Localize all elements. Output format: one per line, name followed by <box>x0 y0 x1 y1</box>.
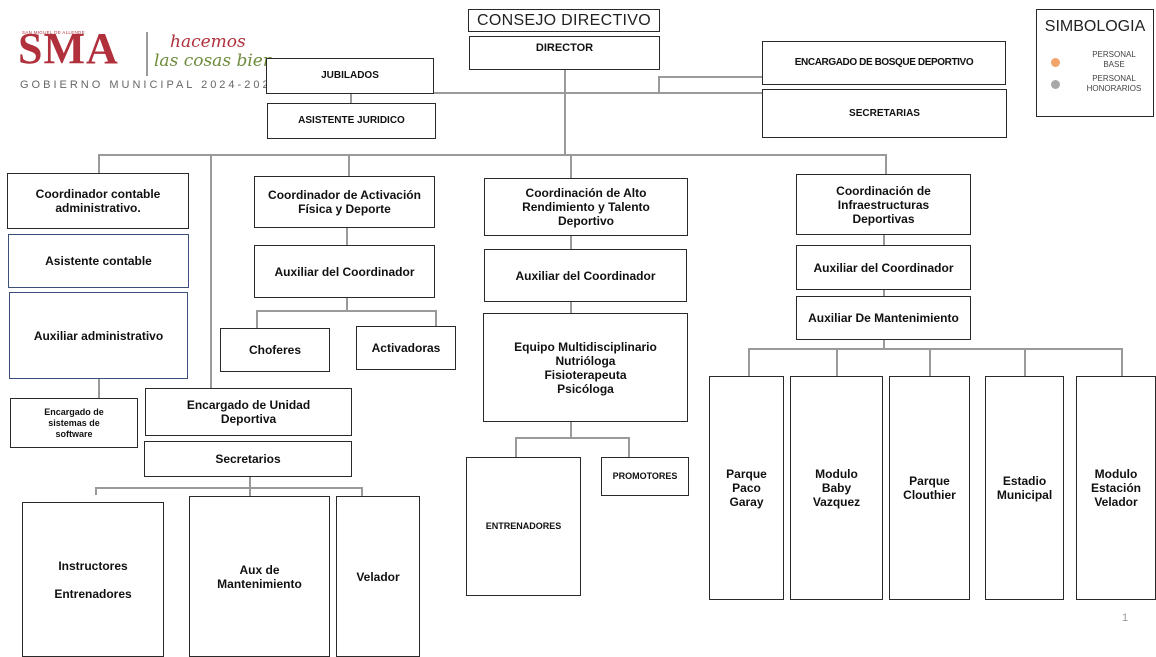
node-auxiliar-administrativo: Auxiliar administrativo <box>9 292 188 379</box>
legend-label-base: PERSONAL BASE <box>1092 50 1136 69</box>
node-entrenadores: ENTRENADORES <box>466 457 581 596</box>
node-activadoras: Activadoras <box>356 326 456 370</box>
node-coord-contable: Coordinador contable administrativo. <box>7 173 189 229</box>
logo: SMA <box>18 24 119 73</box>
logo-tagline-1: hacemos <box>170 32 246 52</box>
node-velador: Velador <box>336 496 420 657</box>
logo-small-text: SAN MIGUEL DE ALLENDE <box>22 30 85 35</box>
legend: SIMBOLOGIA PERSONAL BASE PERSONAL HONORA… <box>1036 9 1154 117</box>
node-promotores: PROMOTORES <box>601 457 689 496</box>
node-choferes: Choferes <box>220 328 330 372</box>
node-secretarias: SECRETARIAS <box>762 89 1007 138</box>
node-aux-infra: Auxiliar del Coordinador <box>796 245 971 290</box>
node-aux-mantenimiento-ud: Aux de Mantenimiento <box>189 496 330 657</box>
node-parque-clouthier: Parque Clouthier <box>889 376 970 600</box>
node-director: DIRECTOR <box>469 36 660 70</box>
node-coord-alto-rendimiento: Coordinación de Alto Rendimiento y Talen… <box>484 178 688 236</box>
node-aux-mantenimiento-infra: Auxiliar De Mantenimiento <box>796 296 971 340</box>
node-asistente-juridico: ASISTENTE JURIDICO <box>267 103 436 139</box>
node-unidad-deportiva: Encargado de Unidad Deportiva <box>145 388 352 436</box>
node-aux-alto: Auxiliar del Coordinador <box>484 249 687 302</box>
legend-label-honorarios: PERSONAL HONORARIOS <box>1086 74 1142 93</box>
node-modulo-estacion-velador: Modulo Estación Velador <box>1076 376 1156 600</box>
legend-dot-honorarios <box>1051 80 1060 89</box>
node-aux-activacion: Auxiliar del Coordinador <box>254 245 435 298</box>
chart-title: CONSEJO DIRECTIVO <box>468 9 660 32</box>
node-sistemas-software: Encargado de sistemas de software <box>10 398 138 448</box>
legend-title: SIMBOLOGIA <box>1044 18 1146 35</box>
node-equipo-multidisciplinario: Equipo Multidisciplinario Nutrióloga Fis… <box>483 313 688 422</box>
node-parque-paco-garay: Parque Paco Garay <box>709 376 784 600</box>
node-asistente-contable: Asistente contable <box>8 234 189 288</box>
node-coord-infraestructuras: Coordinación de Infraestructuras Deporti… <box>796 174 971 235</box>
page-number: 1 <box>1122 612 1129 624</box>
node-coord-activacion: Coordinador de Activación Física y Depor… <box>254 176 435 228</box>
node-jubilados: JUBILADOS <box>266 58 434 94</box>
node-bosque-deportivo: ENCARGADO DE BOSQUE DEPORTIVO <box>762 41 1006 85</box>
logo-tagline-2: las cosas bien <box>154 51 274 71</box>
node-instructores: Instructores Entrenadores <box>22 502 164 657</box>
legend-dot-base <box>1051 58 1060 67</box>
node-estadio-municipal: Estadio Municipal <box>985 376 1064 600</box>
node-modulo-baby-vazquez: Modulo Baby Vazquez <box>790 376 883 600</box>
node-secretarios: Secretarios <box>144 441 352 477</box>
government-label: GOBIERNO MUNICIPAL 2024-2027 <box>20 79 281 91</box>
logo-divider <box>146 32 148 76</box>
